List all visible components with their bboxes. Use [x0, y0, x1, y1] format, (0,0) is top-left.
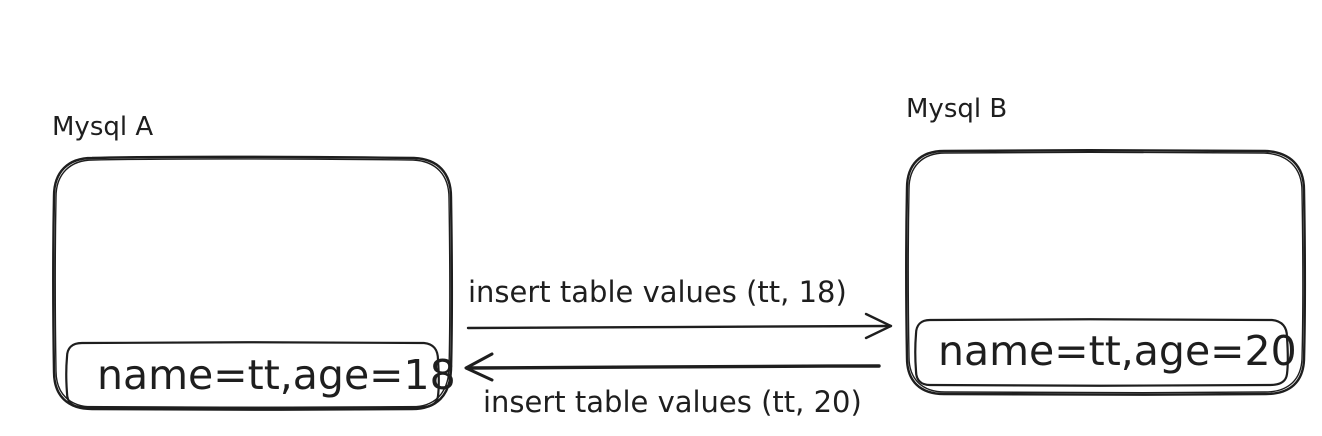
node-b-title: Mysql B [906, 94, 1007, 124]
edge-a-to-b[interactable]: insert table values (tt, 18) [466, 275, 893, 340]
node-a-record-text: name=tt,age=18 [97, 351, 456, 399]
node-mysql-b[interactable]: Mysql B name=tt,age=20 [905, 94, 1306, 396]
edge-b-to-a-label: insert table values (tt, 20) [483, 385, 862, 419]
node-a-box [52, 155, 453, 411]
arrow-left-icon [465, 364, 881, 370]
node-b-box [905, 149, 1306, 396]
edge-a-to-b-label: insert table values (tt, 18) [468, 275, 847, 309]
node-a-title: Mysql A [52, 112, 153, 142]
node-mysql-a[interactable]: Mysql A name=tt,age=18 [52, 112, 456, 411]
edge-b-to-a[interactable]: insert table values (tt, 20) [464, 352, 881, 419]
node-b-record-text: name=tt,age=20 [938, 327, 1297, 375]
node-a-record-box [65, 341, 440, 409]
arrow-right-icon [466, 324, 892, 330]
node-b-record-box [914, 318, 1289, 387]
